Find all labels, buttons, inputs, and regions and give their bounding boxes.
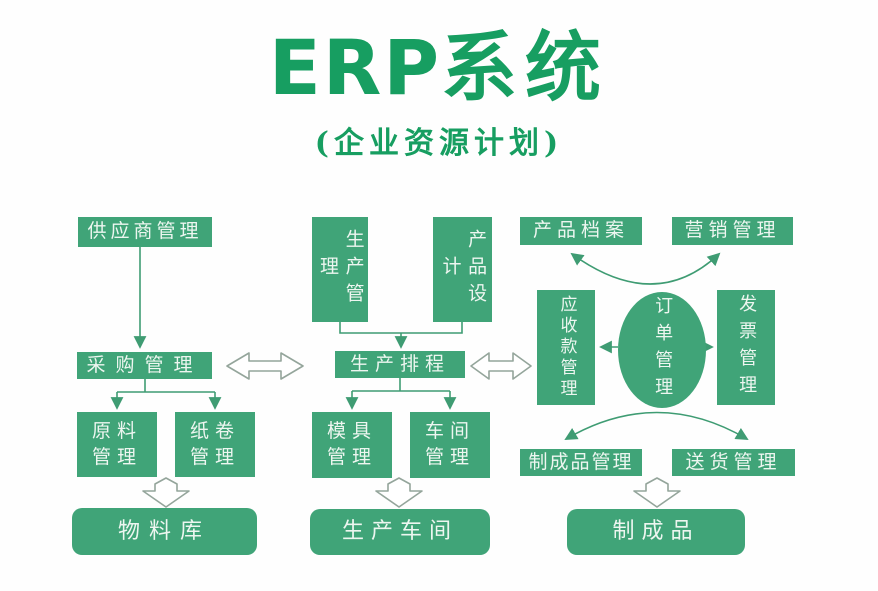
diagram-title-block: ERP系统 (企业资源计划): [0, 26, 878, 162]
node-label: 原料管理: [91, 419, 142, 468]
node-product-design: 产品设计: [433, 217, 492, 322]
node-label: 制成品: [612, 519, 700, 545]
node-label: 供应商管理: [87, 220, 203, 243]
connector-scheduling-split: [352, 378, 450, 392]
page-title: ERP系统: [0, 26, 878, 110]
node-workshop-management: 车间管理: [410, 412, 490, 478]
node-material-warehouse: 物料库: [72, 508, 257, 555]
node-delivery-management: 送货管理: [672, 449, 795, 476]
node-finished-goods-management: 制成品管理: [520, 449, 642, 476]
node-label: 车间管理: [424, 420, 475, 468]
node-label: 采购管理: [86, 353, 203, 376]
node-label: 送货管理: [685, 450, 782, 473]
node-product-archive: 产品档案: [520, 217, 642, 245]
node-label: 模具管理: [326, 420, 377, 468]
node-label: 产品档案: [532, 219, 629, 242]
node-order-management: 订单管理: [618, 292, 706, 408]
node-label: 营销管理: [684, 219, 781, 242]
node-supplier-management: 供应商管理: [78, 217, 212, 247]
node-finished-goods: 制成品: [567, 509, 745, 555]
connector-purchasing-split: [117, 379, 215, 393]
node-raw-material-management: 原料管理: [77, 412, 157, 477]
hollow-arrow-to-production-workshop: [375, 477, 423, 508]
title-system-text: 系统: [441, 23, 610, 112]
node-marketing-management: 营销管理: [672, 217, 793, 245]
page-subtitle: (企业资源计划): [314, 126, 564, 161]
node-label: 发票管理: [736, 293, 758, 402]
node-label: 订单管理: [652, 296, 674, 404]
node-label: 生产车间: [341, 519, 458, 545]
node-label: 制成品管理: [528, 450, 634, 473]
arrow-order-to-archive-and-marketing: [570, 252, 721, 285]
node-label: 应收款管理: [556, 295, 577, 400]
double-arrow-purchasing-scheduling: [226, 352, 304, 380]
node-paper-roll-management: 纸卷管理: [175, 412, 255, 477]
node-label: 物料库: [117, 518, 211, 544]
node-invoice-management: 发票管理: [717, 290, 775, 405]
node-label: 产品设计: [439, 229, 488, 310]
node-production-workshop: 生产车间: [310, 509, 490, 555]
node-production-management: 生产管理: [312, 217, 368, 322]
title-erp-text: ERP: [268, 23, 442, 112]
node-label: 生产排程: [349, 352, 450, 375]
node-receivables-management: 应收款管理: [537, 290, 595, 405]
double-arrow-scheduling-receivables: [470, 352, 532, 380]
node-mold-management: 模具管理: [312, 412, 392, 478]
node-purchasing-management: 采购管理: [77, 352, 212, 379]
node-production-scheduling: 生产排程: [335, 351, 465, 378]
connector-production-design-merge: [339, 322, 463, 334]
hollow-arrow-to-finished-goods: [633, 477, 681, 508]
node-label: 纸卷管理: [189, 419, 240, 468]
arrow-order-to-finishedmgmt-and-delivery: [564, 411, 749, 440]
hollow-arrow-to-material-warehouse: [142, 477, 190, 508]
node-label: 生产管理: [317, 229, 365, 310]
